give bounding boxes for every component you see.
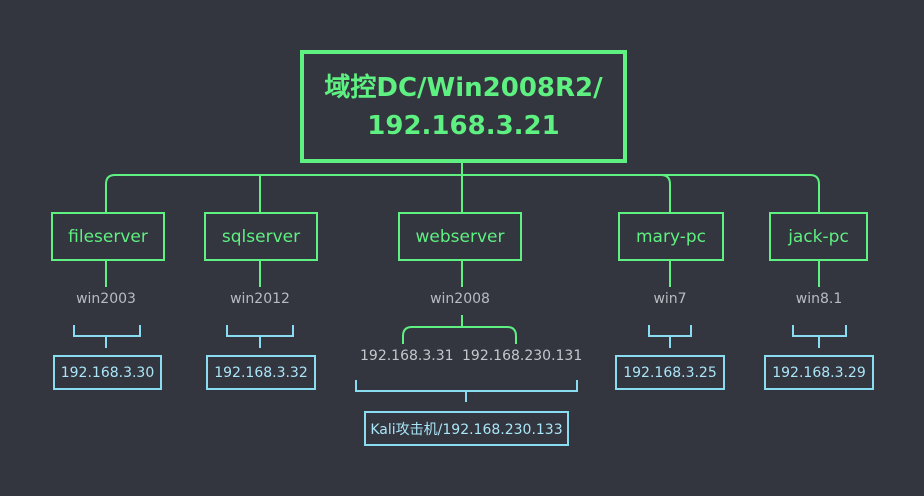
os-label-webserver: win2008: [430, 291, 490, 307]
os-label-mary-pc: win7: [653, 291, 687, 307]
host-label: jack-pc: [788, 226, 849, 247]
host-label: webserver: [415, 226, 505, 247]
bracket-sqlserver: [226, 325, 294, 348]
webserver-ip-external: 192.168.230.131: [462, 348, 583, 364]
ip-box-fileserver: 192.168.3.30: [53, 355, 162, 390]
host-jack-pc: jack-pc: [769, 212, 868, 261]
ip-label: 192.168.3.32: [214, 364, 308, 381]
host-mary-pc: mary-pc: [618, 212, 724, 261]
ip-label: 192.168.3.29: [772, 364, 866, 381]
attacker-box-kali: Kali攻击机/192.168.230.133: [364, 411, 569, 446]
os-label-sqlserver: win2012: [230, 291, 290, 307]
host-webserver: webserver: [398, 212, 522, 261]
bracket-jack-pc: [792, 325, 847, 348]
ip-label: 192.168.3.25: [623, 364, 717, 381]
ip-box-mary-pc: 192.168.3.25: [615, 355, 725, 390]
os-label-jack-pc: win8.1: [795, 291, 843, 307]
ip-box-sqlserver: 192.168.3.32: [206, 355, 316, 390]
host-sqlserver: sqlserver: [204, 212, 318, 261]
domain-controller-ip: 192.168.3.21: [367, 110, 560, 141]
bus-drop-mary-pc: [660, 174, 671, 212]
ip-label: 192.168.3.30: [60, 364, 155, 381]
host-fileserver: fileserver: [51, 212, 165, 261]
webserver-ip-internal: 192.168.3.31: [360, 348, 454, 364]
domain-controller-title: 域控DC/Win2008R2/: [324, 72, 603, 103]
bracket-webserver: [355, 380, 578, 402]
host-label: fileserver: [68, 226, 148, 247]
webserver-split: [402, 326, 517, 344]
host-label: mary-pc: [635, 226, 706, 247]
domain-controller-node: 域控DC/Win2008R2/ 192.168.3.21: [300, 50, 627, 163]
os-label-fileserver: win2003: [76, 291, 136, 307]
host-label: sqlserver: [221, 226, 301, 247]
bracket-fileserver: [73, 325, 141, 348]
bracket-mary-pc: [648, 325, 692, 348]
attacker-label: Kali攻击机/192.168.230.133: [370, 421, 563, 438]
ip-box-jack-pc: 192.168.3.29: [764, 355, 874, 390]
